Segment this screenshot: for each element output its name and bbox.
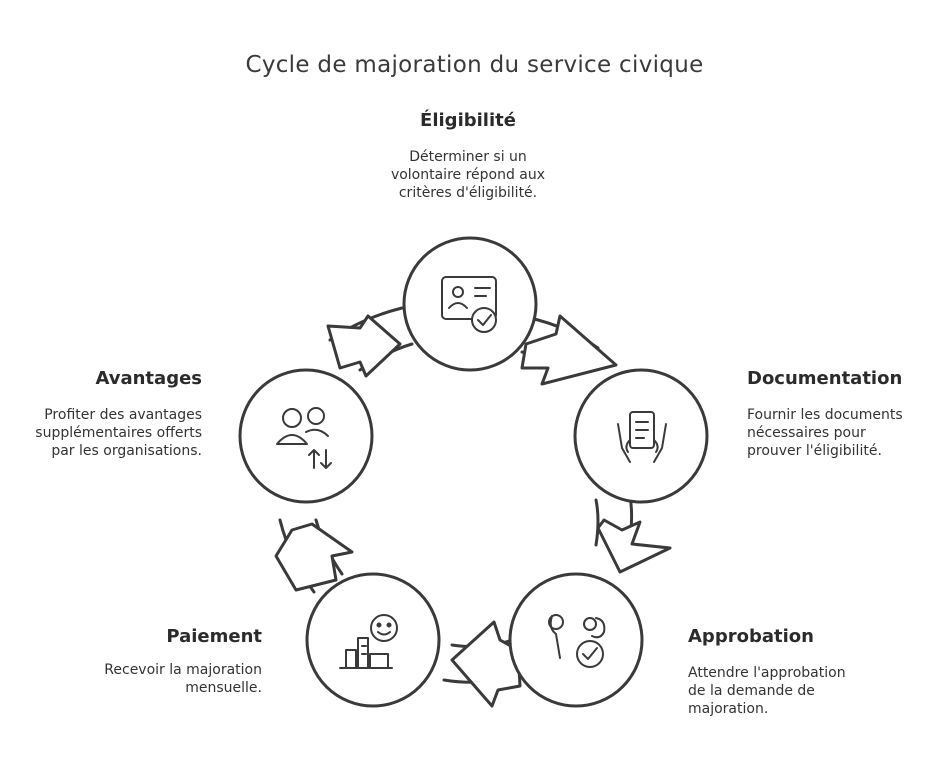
stage-title-avantages: Avantages [95, 368, 202, 389]
stage-desc-paiement: Recevoir la majoration mensuelle. [60, 661, 262, 697]
desc-line: de la demande de [688, 683, 815, 699]
desc-line: Déterminer si un [409, 149, 527, 165]
node-circle-documentation [573, 368, 709, 504]
arrow-avantages-eligibilite [326, 314, 402, 378]
desc-line: mensuelle. [185, 680, 262, 696]
desc-line: Fournir les documents [747, 407, 903, 423]
desc-line: Recevoir la majoration [104, 662, 262, 678]
desc-line: par les organisations. [51, 443, 202, 459]
desc-line: majoration. [688, 701, 769, 717]
earbuds-check-icon [548, 614, 606, 668]
desc-line: supplémentaires offerts [35, 425, 202, 441]
stage-title-paiement: Paiement [166, 626, 262, 647]
desc-line: nécessaires pour [747, 425, 866, 441]
node-circle-approbation [508, 572, 644, 708]
smiley-chart-icon [339, 614, 398, 669]
hands-document-icon [617, 411, 667, 463]
stage-title-eligibilite: Éligibilité [420, 110, 516, 131]
arrow-eligibilite-documentation [520, 314, 618, 386]
arrow-paiement-avantages [274, 522, 354, 592]
users-exchange-icon [276, 407, 332, 469]
stage-desc-avantages: Profiter des avantages supplémentaires o… [2, 406, 202, 460]
arrow-documentation-approbation [596, 518, 672, 574]
diagram-title: Cycle de majoration du service civique [245, 52, 704, 78]
desc-line: Profiter des avantages [44, 407, 202, 423]
desc-line: critères d'éligibilité. [398, 185, 538, 201]
desc-line: Attendre l'approbation [688, 665, 846, 681]
stage-title-documentation: Documentation [747, 368, 903, 389]
desc-line: prouver l'éligibilité. [747, 443, 882, 459]
stage-desc-eligibilite: Déterminer si un volontaire répond aux c… [368, 148, 568, 202]
id-card-check-icon [441, 276, 497, 333]
desc-line: volontaire répond aux [390, 167, 546, 183]
node-circle-avantages [238, 368, 374, 504]
stage-desc-approbation: Attendre l'approbation de la demande de … [688, 664, 846, 718]
node-circle-paiement [305, 572, 441, 708]
node-circle-eligibilite [402, 236, 538, 372]
stage-desc-documentation: Fournir les documents nécessaires pour p… [747, 406, 903, 460]
stage-title-approbation: Approbation [688, 626, 814, 647]
